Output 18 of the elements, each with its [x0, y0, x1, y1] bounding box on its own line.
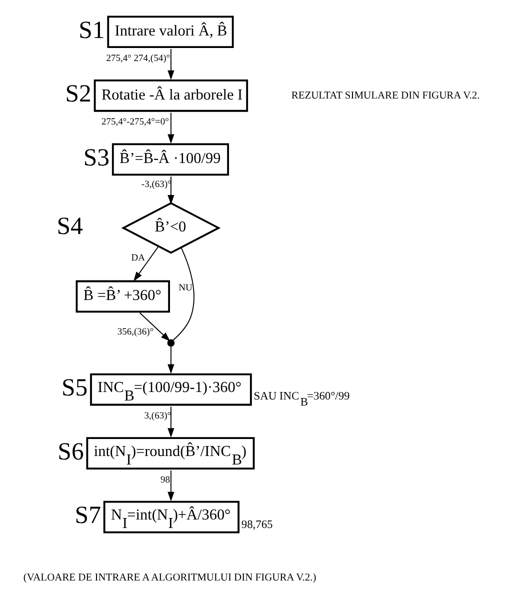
node-label: S2	[64, 80, 91, 108]
node-label: S6	[57, 438, 84, 466]
edge-label: 98	[160, 475, 170, 486]
edge-label: 3,(63)°	[144, 412, 171, 422]
edge-label: 275,4°-275,4°=0°	[100, 118, 168, 128]
node-label: S5	[60, 374, 88, 402]
label: REZULTAT SIMULARE DIN FIGURA V.2.	[290, 90, 480, 102]
node-label: 98,765	[240, 519, 272, 532]
label: (VALOARE DE INTRARE A ALGORITMULUI DIN FIGURA V.2.)	[22, 572, 316, 584]
node-label: S7	[74, 502, 100, 530]
edge-label: 356,(36)°	[116, 327, 154, 338]
node-label: S4	[56, 212, 82, 240]
edge-label: 275,4° 274,(54)°	[106, 54, 170, 64]
edge-label: -3,(63)°	[140, 180, 171, 190]
node-label: S1	[78, 16, 104, 44]
node-label: S3	[82, 144, 110, 172]
edge-label: DA	[130, 253, 145, 264]
edge-label: NU	[178, 283, 192, 294]
